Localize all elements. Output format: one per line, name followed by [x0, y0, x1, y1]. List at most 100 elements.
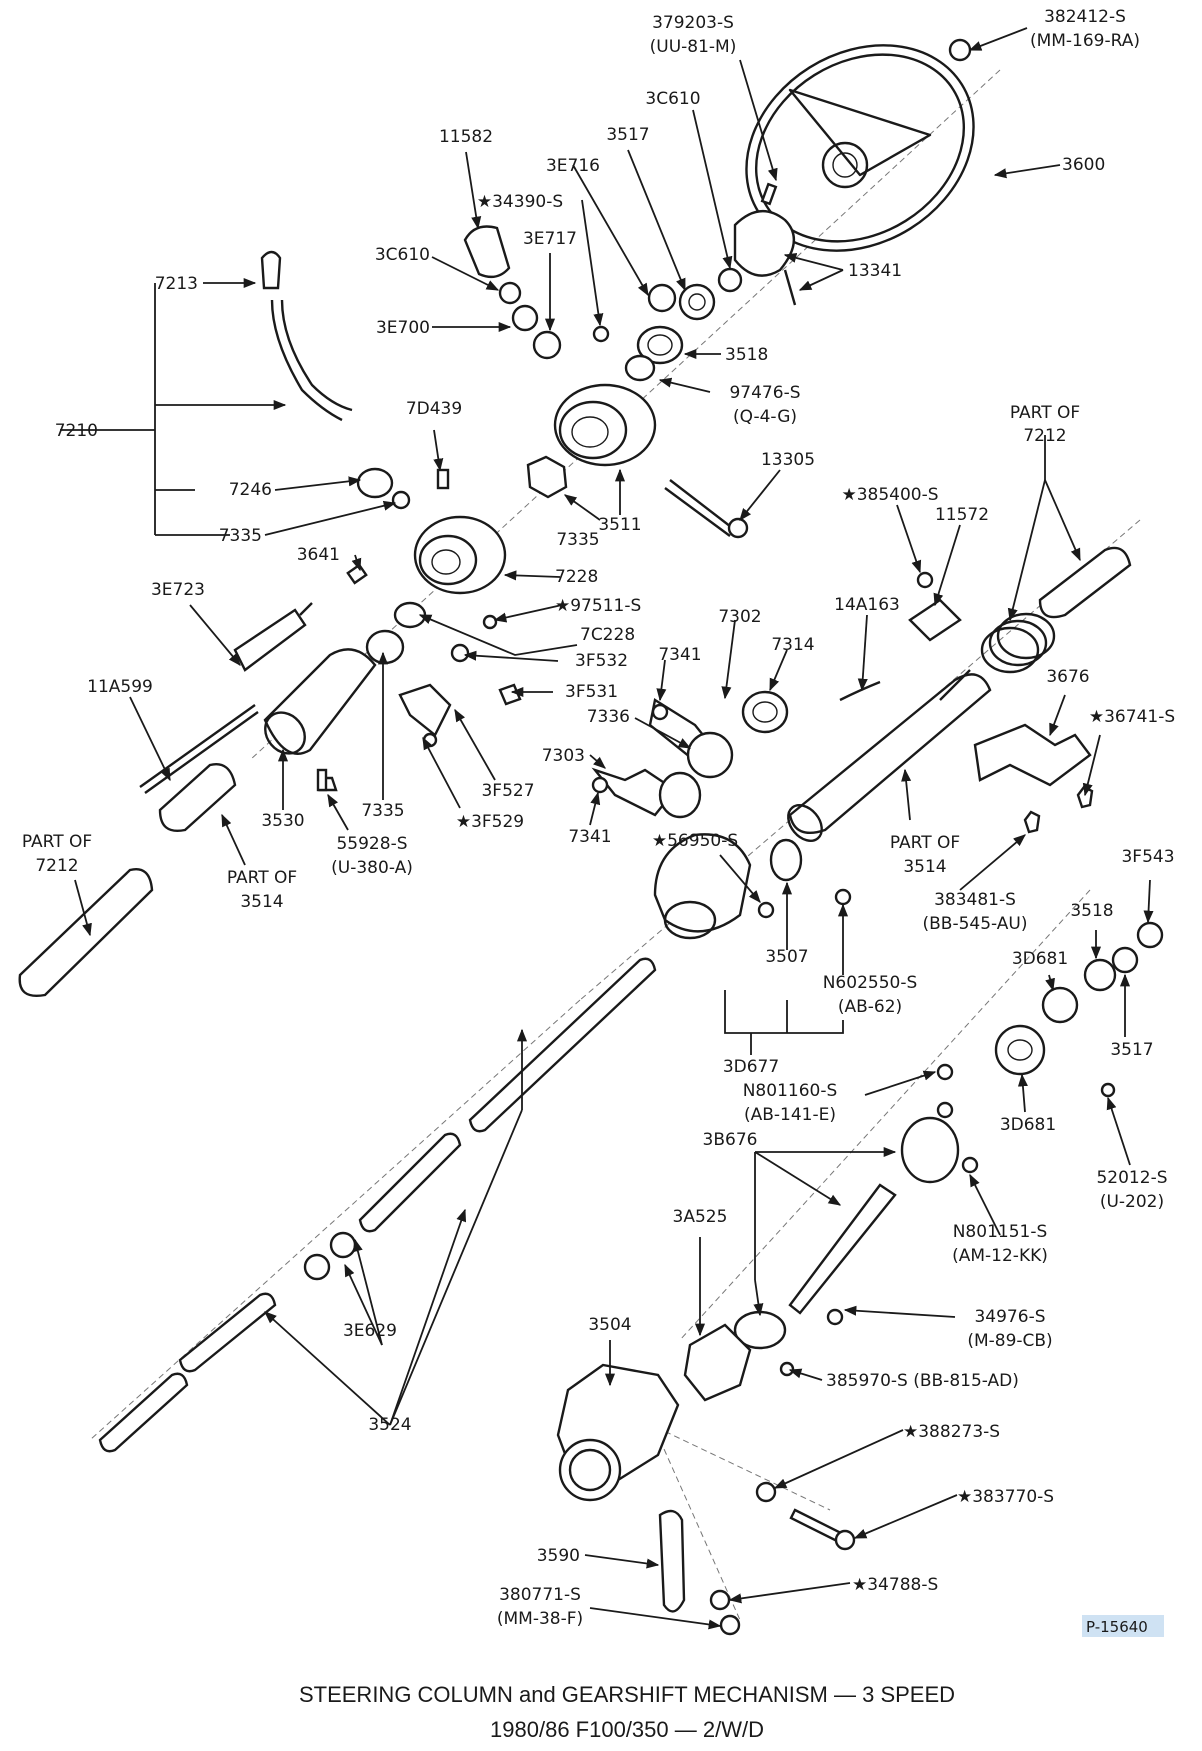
label-36741-s: ★36741-S	[1089, 707, 1175, 727]
label-part-of-7212-lower: PART OF	[22, 832, 92, 852]
label-14a163: 14A163	[834, 595, 900, 615]
label-n801151-s: N801151-S	[953, 1222, 1048, 1242]
part-shift-lever	[260, 250, 411, 510]
figure-id: P-15640	[1086, 1618, 1148, 1636]
label-3517-upper: 3517	[606, 125, 649, 145]
part-lock-cylinder	[463, 225, 562, 360]
label-34976-s: 34976-S	[974, 1307, 1045, 1327]
label-7335-left: 7335	[219, 526, 262, 546]
label-7314: 7314	[771, 635, 814, 655]
label-7210: 7210	[55, 421, 98, 441]
part-bolts-388273-383770	[755, 1481, 856, 1551]
label-52012-s: 52012-S	[1096, 1168, 1167, 1188]
label-382412-s-code: (MM-169-RA)	[1030, 31, 1140, 51]
label-7341-lower: 7341	[568, 827, 611, 847]
label-3641: 3641	[297, 545, 340, 565]
label-379203-s: 379203-S	[652, 13, 734, 33]
label-11572: 11572	[935, 505, 989, 525]
part-intermediate-shaft-3b676	[733, 1101, 979, 1350]
part-outer-tube-3514	[787, 669, 992, 842]
part-hub-nut	[948, 38, 972, 62]
part-steering-shaft-3524	[98, 957, 657, 1453]
label-3676: 3676	[1046, 667, 1089, 687]
part-bearing-retainer-3d677	[653, 833, 852, 940]
part-spring-7212	[980, 546, 1132, 674]
label-part-of-3514-left: PART OF	[227, 868, 297, 888]
label-n602550-s-code: (AB-62)	[838, 997, 902, 1017]
label-7d439: 7D439	[406, 399, 462, 419]
part-upper-housing	[553, 383, 657, 467]
label-55928-s: 55928-S	[336, 834, 407, 854]
label-379203-s-code: (UU-81-M)	[650, 37, 737, 57]
label-13305: 13305	[761, 450, 815, 470]
label-13341: 13341	[848, 261, 902, 281]
label-3f529: ★3F529	[456, 812, 524, 832]
label-3524: 3524	[368, 1415, 411, 1435]
label-7303: 7303	[542, 746, 585, 766]
label-part-of-3514-right-num: 3514	[903, 857, 946, 877]
label-3d677: 3D677	[723, 1057, 779, 1077]
part-turn-signal-lever	[664, 479, 749, 539]
label-part-of-3514-left-num: 3514	[240, 892, 283, 912]
label-34976-s-code: (M-89-CB)	[967, 1331, 1052, 1351]
label-52012-s-code: (U-202)	[1100, 1192, 1164, 1212]
part-coupling-3a525	[683, 1308, 844, 1402]
part-cams-7302-7303	[591, 690, 789, 819]
label-383481-s-code: (BB-545-AU)	[922, 914, 1027, 934]
label-3a525: 3A525	[673, 1207, 728, 1227]
figure-id-badge: P-15640	[1082, 1615, 1164, 1637]
part-lower-bearings	[936, 921, 1164, 1098]
label-7335-right: 7335	[556, 530, 599, 550]
label-97476-s-code: (Q-4-G)	[733, 407, 797, 427]
label-3518-lower: 3518	[1070, 901, 1113, 921]
part-clip-11572	[908, 571, 962, 642]
label-388273-s: ★388273-S	[903, 1422, 1000, 1442]
label-3c610-lower: 3C610	[375, 245, 430, 265]
label-11582: 11582	[439, 127, 493, 147]
label-385970-s: 385970-S (BB-815-AD)	[826, 1371, 1019, 1391]
label-3507: 3507	[765, 947, 808, 967]
part-bracket-3676	[973, 723, 1094, 834]
label-3f531: 3F531	[565, 682, 618, 702]
label-3e629: 3E629	[343, 1321, 397, 1341]
label-380771-s-code: (MM-38-F)	[497, 1609, 583, 1629]
label-n801151-s-code: (AM-12-KK)	[952, 1246, 1048, 1266]
part-tube-lower-left	[18, 763, 237, 997]
label-97511-s: ★97511-S	[555, 596, 641, 616]
part-shift-tube-3530	[263, 648, 377, 792]
part-steering-gear-3504	[556, 1363, 680, 1502]
label-3e700: 3E700	[376, 318, 430, 338]
label-56950-s: ★56950-S	[652, 831, 738, 851]
caption-title: STEERING COLUMN and GEARSHIFT MECHANISM …	[299, 1682, 955, 1707]
part-bracket-3e723	[233, 602, 313, 672]
label-part-of-3514-right: PART OF	[890, 833, 960, 853]
label-3e723: 3E723	[151, 580, 205, 600]
label-34788-s: ★34788-S	[852, 1575, 938, 1595]
label-7341-upper: 7341	[658, 645, 701, 665]
label-3d681-lower: 3D681	[1000, 1115, 1056, 1135]
part-bearings-upper	[592, 267, 743, 382]
label-3504: 3504	[588, 1315, 631, 1335]
label-7213: 7213	[155, 274, 198, 294]
caption-subtitle: 1980/86 F100/350 — 2/W/D	[490, 1717, 764, 1742]
label-3590: 3590	[537, 1546, 580, 1566]
label-3600: 3600	[1062, 155, 1105, 175]
label-380771-s: 380771-S	[499, 1585, 581, 1605]
label-3e717: 3E717	[523, 229, 577, 249]
label-7228: 7228	[555, 567, 598, 587]
label-3f543: 3F543	[1121, 847, 1174, 867]
label-97476-s: 97476-S	[729, 383, 800, 403]
label-3518-upper: 3518	[725, 345, 768, 365]
label-3f532: 3F532	[575, 651, 628, 671]
diagram-caption: STEERING COLUMN and GEARSHIFT MECHANISM …	[299, 1682, 955, 1742]
label-7302: 7302	[718, 607, 761, 627]
label-part-of-7212-upper: PART OF	[1010, 403, 1080, 423]
part-labels: 379203-S (UU-81-M) 382412-S (MM-169-RA) …	[22, 7, 1175, 1629]
label-382412-s: 382412-S	[1044, 7, 1126, 27]
label-3e716: 3E716	[546, 156, 600, 176]
label-7336: 7336	[587, 707, 630, 727]
leader-lines	[60, 27, 1154, 1630]
label-3d681-upper: 3D681	[1012, 949, 1068, 969]
label-3f527: 3F527	[481, 781, 534, 801]
